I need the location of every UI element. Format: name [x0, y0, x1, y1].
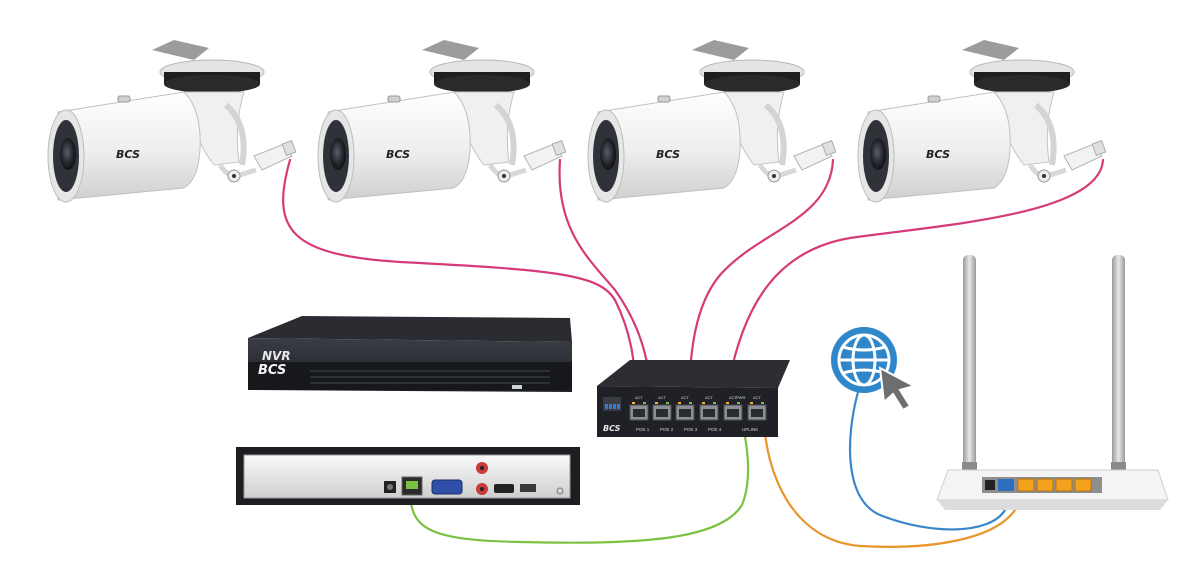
nvr-brand-label: BCS	[258, 363, 286, 378]
router-antenna-left	[963, 255, 976, 480]
wifi-router	[936, 255, 1169, 510]
switch-port-label: POE 4	[708, 427, 722, 432]
cameras: BCS BCS BCS BCS	[47, 40, 1107, 203]
camera-3-cable	[686, 158, 835, 407]
nvr-front: NVR BCS	[248, 316, 572, 392]
switch-port-label: POE 3	[684, 427, 698, 432]
switch-act-label: ACT	[658, 395, 667, 400]
ip-camera-1: BCS	[47, 40, 297, 203]
router-wan-port	[998, 479, 1014, 491]
router-power-port	[985, 480, 995, 490]
router-antenna-right	[1112, 255, 1125, 480]
switch-port-label: UPLINK	[742, 427, 758, 432]
nvr-back-panel	[236, 447, 580, 505]
camera-brand-label: BCS	[386, 148, 410, 161]
camera-brand-label: BCS	[656, 148, 680, 161]
nvr-to-switch-cable	[408, 418, 750, 544]
switch-act-label: ACT	[635, 395, 644, 400]
cursor-arrow-icon	[878, 366, 917, 412]
camera-4-cable	[723, 158, 1105, 407]
ip-camera-4: BCS	[857, 40, 1107, 203]
switch-brand-label: BCS	[603, 424, 621, 433]
camera-1-cable	[282, 158, 638, 407]
nvr-hdmi-port	[494, 484, 514, 493]
switch-act-label: ACT	[729, 395, 738, 400]
camera-brand-label: BCS	[116, 148, 140, 161]
cables	[282, 158, 1105, 548]
switch-pwr-label: PWR	[736, 395, 745, 400]
switch-act-label: ACT	[705, 395, 714, 400]
ip-camera-2: BCS	[317, 40, 567, 203]
switch-act-label: ACT	[753, 395, 762, 400]
switch-port-label: POE 2	[660, 427, 674, 432]
router-lan-ports	[1017, 478, 1092, 492]
ip-camera-3: BCS	[587, 40, 837, 203]
nvr-model-label: NVR	[262, 349, 291, 363]
nvr-vga-port	[431, 479, 463, 495]
switch-port-label: POE 1	[636, 427, 650, 432]
nvr-ground-icon	[556, 487, 564, 495]
nvr-usb-port	[520, 484, 536, 492]
switch-act-label: ACT	[681, 395, 690, 400]
camera-brand-label: BCS	[926, 148, 950, 161]
